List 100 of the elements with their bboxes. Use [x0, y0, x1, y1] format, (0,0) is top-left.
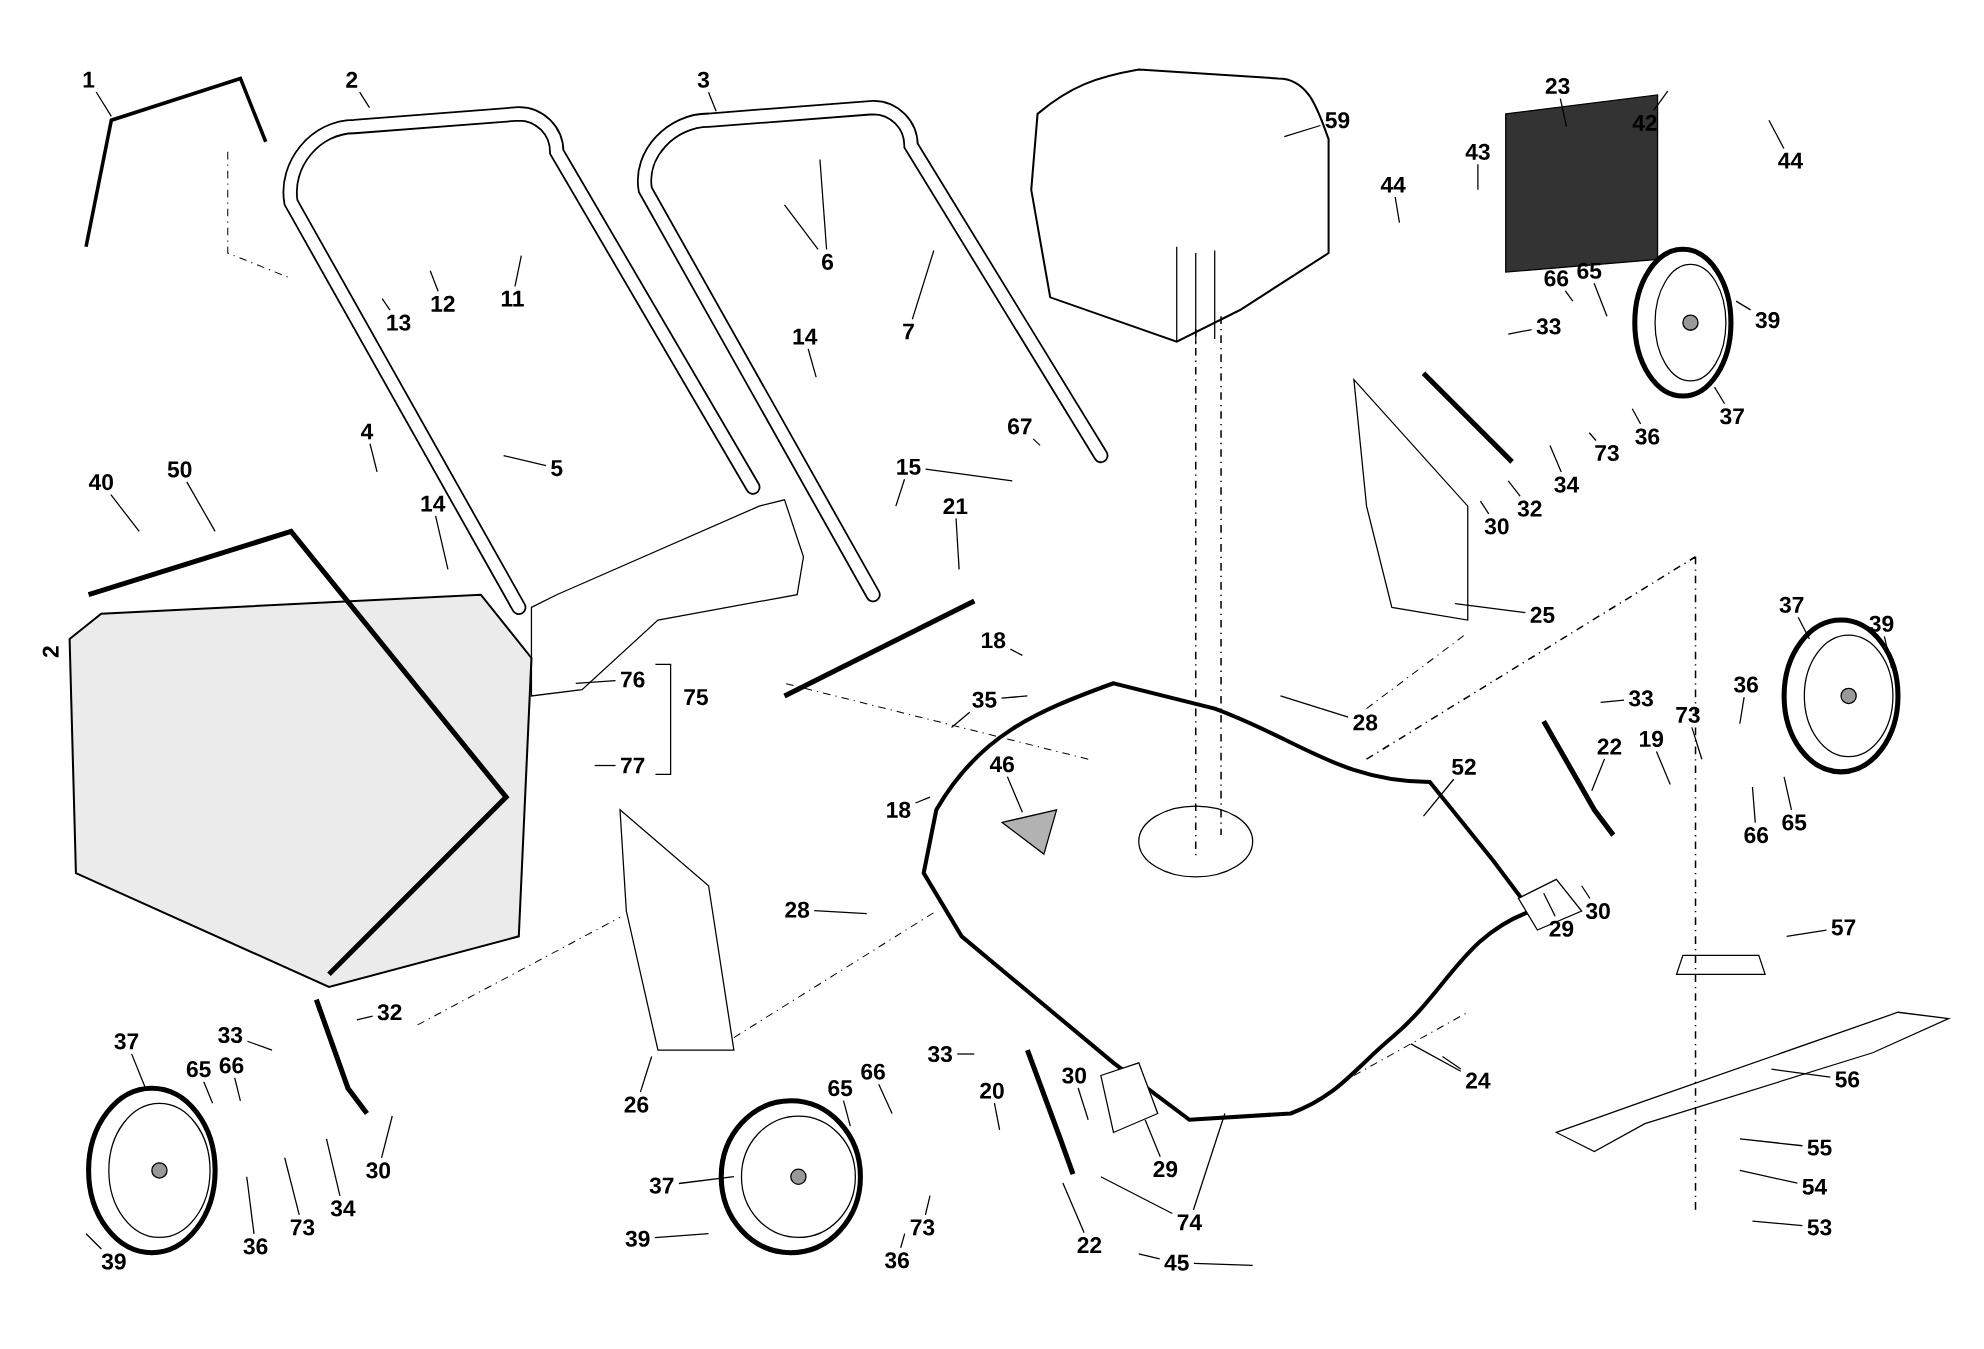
leader-line: [924, 1195, 931, 1216]
callout-number: 2: [346, 71, 358, 88]
leader-line: [380, 1115, 393, 1159]
leader-line: [1751, 1220, 1804, 1227]
leader-line: [594, 764, 617, 767]
leader-line: [1507, 329, 1533, 335]
callout-number: 67: [1008, 418, 1032, 435]
callout-number: 36: [1734, 676, 1758, 693]
leader-line: [950, 711, 971, 729]
leader-line: [678, 1176, 735, 1185]
callout-number: 39: [625, 1230, 650, 1247]
callout-number: 66: [861, 1063, 885, 1080]
leader-line: [325, 1138, 341, 1197]
leader-line: [1653, 90, 1669, 112]
leader-line: [203, 1081, 214, 1105]
leader-line: [575, 680, 617, 684]
callout-number: 57: [1831, 919, 1856, 936]
leader-line: [514, 255, 522, 288]
callout-number: 25: [1530, 606, 1555, 624]
leader-line: [1192, 1112, 1226, 1211]
leader-line: [1735, 300, 1752, 311]
callout-number: 37: [1779, 596, 1804, 613]
leader-line: [1739, 1169, 1798, 1184]
callout-number: 30: [1484, 518, 1509, 535]
leader-line: [895, 478, 906, 507]
callout-number: 73: [1595, 445, 1619, 462]
callout-number: 65: [186, 1061, 211, 1078]
leader-line: [842, 1100, 851, 1127]
callout-number: 66: [1744, 827, 1769, 844]
callout-number: 66: [1544, 270, 1569, 287]
leader-line: [1410, 1043, 1462, 1072]
leader-line: [1631, 408, 1642, 425]
callout-number: 43: [1465, 143, 1490, 160]
leader-line: [1283, 124, 1321, 138]
callout-number: 45: [1164, 1254, 1189, 1271]
leader-line: [381, 298, 391, 311]
callout-number: 46: [989, 756, 1014, 773]
leader-line: [1138, 1253, 1161, 1260]
callout-number: 39: [1869, 615, 1894, 632]
leader-line: [1394, 196, 1401, 224]
callout-number: 1: [83, 71, 95, 88]
leader-line: [807, 348, 817, 378]
callout-number: 12: [431, 295, 455, 312]
callout-number: 75: [684, 689, 708, 706]
leader-line: [369, 443, 378, 473]
callout-number: 11: [501, 290, 524, 307]
leader-line: [1006, 776, 1023, 814]
leader-line: [639, 1056, 653, 1093]
leader-line: [654, 1233, 710, 1239]
callout-number: 34: [330, 1200, 356, 1217]
callout-number: 15: [897, 459, 921, 475]
leader-line: [110, 494, 140, 533]
callout-number: 36: [243, 1238, 268, 1255]
callout-number: 2: [42, 646, 59, 658]
leader-line: [924, 468, 1013, 482]
leader-line: [900, 1233, 906, 1249]
callout-number: 32: [377, 1004, 402, 1021]
callout-number: 44: [1778, 152, 1803, 169]
leader-line: [1770, 1068, 1831, 1078]
callout-number: 33: [1536, 318, 1561, 335]
callout-number: 14: [793, 328, 818, 345]
callout-number: 36: [1635, 428, 1660, 445]
leader-line: [1691, 726, 1703, 760]
leader-line: [1797, 616, 1811, 640]
callout-number: 18: [982, 632, 1006, 649]
leader-line: [1454, 603, 1526, 614]
callout-number: 44: [1380, 177, 1406, 193]
leader-line: [85, 1233, 102, 1250]
callout-number: 28: [785, 901, 810, 918]
leader-line: [1062, 1182, 1085, 1234]
leader-line: [1422, 778, 1455, 817]
leader-line: [359, 91, 371, 109]
callout-number: 30: [1585, 903, 1610, 920]
leader-line: [186, 481, 216, 533]
callout-number: 29: [1153, 1161, 1178, 1178]
callout-number: 77: [621, 757, 645, 774]
callout-number: 35: [972, 691, 997, 708]
callout-number: 50: [167, 461, 192, 478]
callout-number: 54: [1802, 1179, 1827, 1195]
callout-number: 33: [1628, 690, 1653, 707]
leader-line: [246, 1040, 273, 1051]
leader-line: [955, 517, 960, 571]
callout-number: 34: [1554, 476, 1579, 493]
callout-number: 18: [887, 801, 911, 818]
leader-line: [1100, 1176, 1173, 1215]
leader-line: [1564, 290, 1574, 302]
callout-number: 23: [1545, 78, 1570, 95]
callout-number: 13: [387, 314, 411, 331]
leader-line: [1883, 635, 1893, 669]
leader-line: [1279, 695, 1349, 718]
leader-line: [1077, 1087, 1089, 1121]
leader-line: [434, 515, 449, 571]
callout-number: 5: [551, 460, 563, 477]
leader-line: [1751, 786, 1756, 824]
leader-line: [1768, 119, 1785, 150]
callout-number: 28: [1353, 714, 1378, 731]
leader-line: [1559, 98, 1568, 128]
leader-line: [1479, 500, 1490, 515]
leader-line: [1739, 696, 1745, 725]
callout-number: 59: [1325, 112, 1350, 129]
